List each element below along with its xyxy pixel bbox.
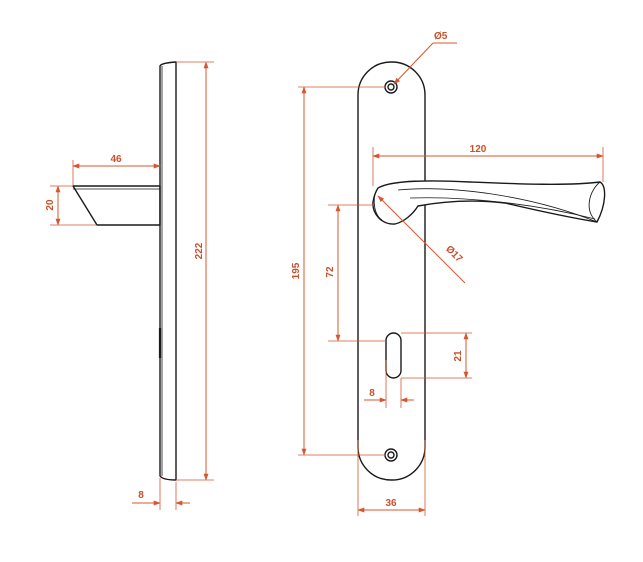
front-lever (372, 180, 606, 225)
side-lever-outline (72, 185, 161, 226)
lever-tip (588, 181, 601, 223)
front-view: Ø5 120 Ø17 195 72 21 8 36 (291, 31, 606, 516)
lever-body (372, 180, 606, 225)
dim-label-lever-to-keyhole: 72 (325, 266, 336, 278)
lever-face-curve (397, 188, 598, 223)
leader-screw-hole (393, 42, 434, 85)
dim-label-plate-thickness: 8 (138, 490, 144, 501)
keyhole-slot (385, 332, 402, 379)
dim-label-keyhole-height: 21 (453, 350, 464, 362)
dim-label-hole-spacing: 195 (291, 262, 302, 279)
dim-label-lever-height: 20 (45, 199, 56, 211)
dim-label-lever-projection: 46 (110, 154, 122, 165)
front-plate-outline (357, 61, 426, 481)
bottom-screw-hole (384, 448, 398, 462)
leader-lever-boss (377, 195, 466, 284)
side-view: 46 20 222 8 (45, 61, 214, 510)
lever-face-curve-2 (409, 197, 596, 220)
dim-label-lever-length: 120 (470, 144, 487, 155)
dim-label-keyhole-width: 8 (369, 388, 375, 399)
dim-label-lever-boss: Ø17 (443, 244, 464, 265)
dim-label-screw-hole: Ø5 (434, 31, 448, 42)
lever-boss (373, 187, 383, 221)
dim-label-plate-height: 222 (194, 242, 205, 259)
dim-label-plate-width: 36 (385, 498, 397, 509)
